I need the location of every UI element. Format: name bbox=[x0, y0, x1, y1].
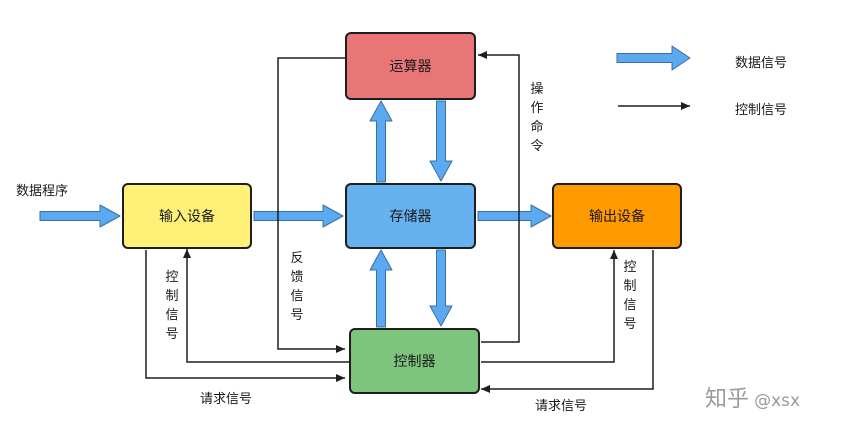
controller-label: 控制器 bbox=[393, 354, 436, 370]
legend-data-arrow bbox=[616, 45, 691, 71]
input-device-box: 输入设备 bbox=[122, 183, 252, 249]
arrow-memory-to-output bbox=[477, 204, 552, 228]
control-signal-left-label: 控制信号 bbox=[165, 270, 179, 342]
request-from-output-line bbox=[481, 250, 654, 393]
memory-box: 存储器 bbox=[345, 183, 476, 249]
request-signal-left-label: 请求信号 bbox=[200, 392, 253, 407]
arrow-memory-to-alu bbox=[369, 100, 393, 183]
arrow-controller-to-memory bbox=[369, 249, 393, 328]
op-command-line bbox=[478, 51, 520, 343]
request-from-input-line bbox=[145, 250, 345, 382]
legend-data-signal-label: 数据信号 bbox=[735, 56, 788, 71]
alu-label: 运算器 bbox=[389, 59, 432, 75]
output-device-box: 输出设备 bbox=[552, 183, 682, 249]
arrow-memory-to-controller bbox=[429, 249, 453, 327]
alu-box: 运算器 bbox=[345, 32, 476, 100]
feedback-line bbox=[277, 57, 345, 353]
legend-control-signal-label: 控制信号 bbox=[735, 103, 788, 118]
feedback-label: 反馈信号 bbox=[290, 251, 304, 323]
ctrl-to-output-line bbox=[481, 250, 618, 363]
control-lines bbox=[145, 51, 690, 393]
watermark: 知乎 @xsx bbox=[705, 381, 800, 413]
controller-box: 控制器 bbox=[349, 328, 480, 394]
data-arrows bbox=[39, 45, 691, 328]
input-device-label: 输入设备 bbox=[159, 209, 215, 225]
arrow-data-in bbox=[39, 204, 121, 228]
ctrl-to-input-line bbox=[183, 249, 349, 363]
memory-label: 存储器 bbox=[389, 209, 432, 225]
output-device-label: 输出设备 bbox=[589, 209, 645, 225]
watermark-brand: 知乎 bbox=[705, 387, 750, 412]
arrow-input-to-memory bbox=[253, 204, 344, 228]
request-signal-right-label: 请求信号 bbox=[535, 399, 588, 414]
data-program-label: 数据程序 bbox=[16, 184, 69, 199]
control-signal-right-label: 控制信号 bbox=[623, 260, 637, 332]
op-command-label: 操作命令 bbox=[530, 82, 544, 154]
watermark-handle: @xsx bbox=[754, 391, 801, 411]
arrow-alu-to-memory bbox=[429, 100, 453, 182]
